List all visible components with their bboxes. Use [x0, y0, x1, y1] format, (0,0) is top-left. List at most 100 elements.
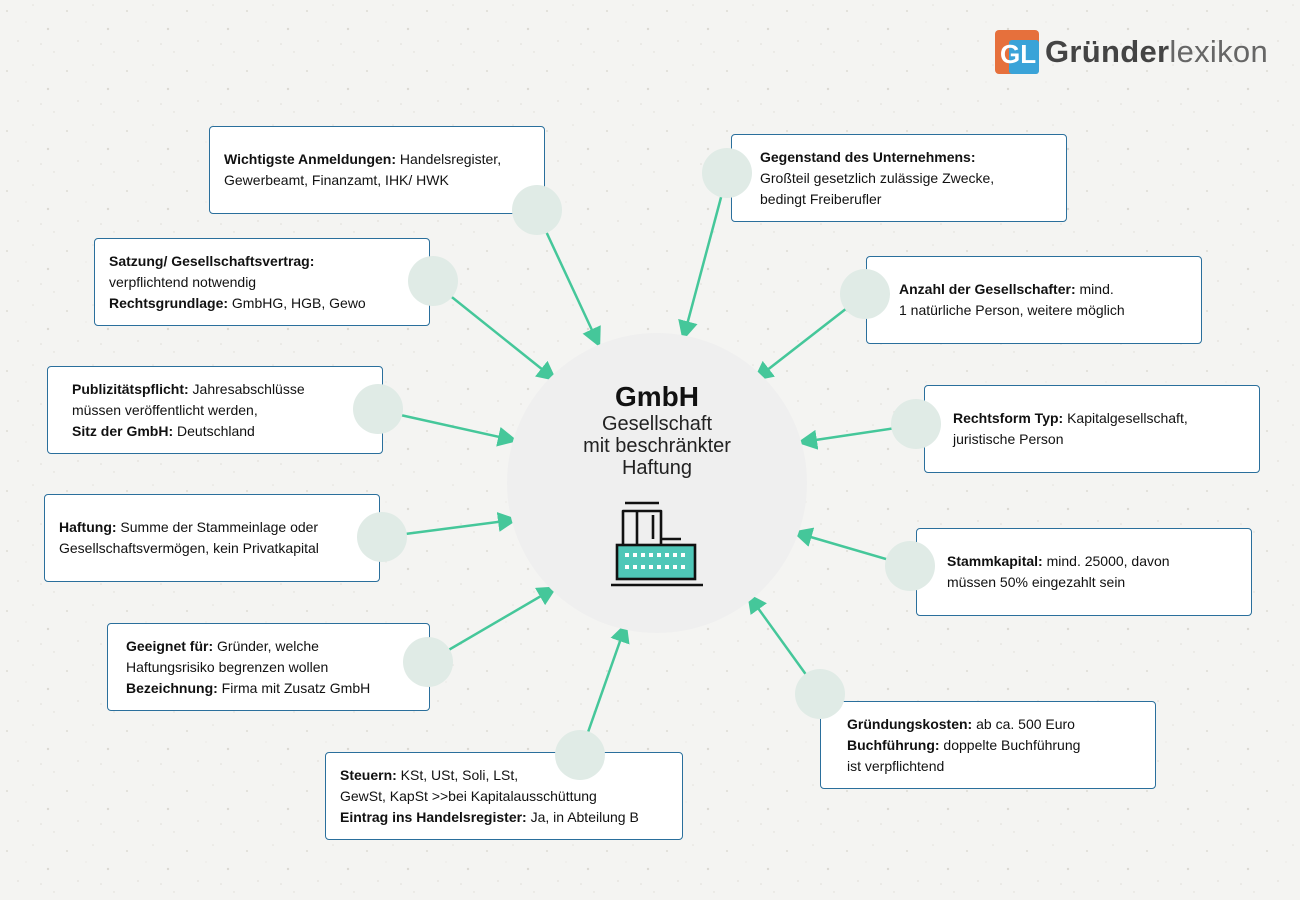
box-line: 1 natürliche Person, weitere möglich [899, 300, 1187, 321]
box-line-text: Gründer, welche [213, 637, 319, 654]
box-line: Großteil gesetzlich zulässige Zwecke, [760, 168, 1052, 189]
center-subtitle-line-3: Haftung [621, 457, 693, 479]
box-line-text: müssen 50% eingezahlt sein [947, 574, 1126, 590]
box-line-label: Rechtsgrundlage: [109, 294, 229, 311]
box-line-text: mind. [1075, 281, 1114, 297]
connector-satzung [432, 281, 557, 382]
dot-publizitaet [353, 384, 403, 434]
gruenderlexikon-logo[interactable]: GL Gründerlexikon [995, 30, 1268, 74]
connector-anmeldungen [535, 211, 601, 348]
dot-gegenstand [702, 148, 752, 198]
box-line-label: Anzahl der Gesellschafter: [899, 281, 1076, 297]
box-line: GewSt, KapSt >>bei Kapitalausschüttung [340, 786, 668, 807]
box-line-text: müssen veröffentlicht werden, [72, 401, 258, 418]
box-line-label: Bezeichnung: [126, 679, 218, 696]
box-line-label: Satzung/ Gesellschaftsvertrag: [109, 252, 315, 269]
box-gegenstand: Gegenstand des Unternehmens:Großteil ges… [731, 134, 1067, 222]
box-line: Anzahl der Gesellschafter: mind. [899, 279, 1187, 300]
box-line-label: Rechtsform Typ: [953, 410, 1064, 426]
box-line: bedingt Freiberufler [760, 189, 1052, 210]
box-line-text: Haftungsrisiko begrenzen wollen [126, 658, 329, 675]
box-line: müssen veröffentlicht werden, [72, 400, 368, 421]
dot-geeignet [403, 637, 453, 687]
box-line-text: juristische Person [953, 431, 1064, 447]
box-line: Sitz der GmbH: Deutschland [72, 421, 368, 442]
box-line: Buchführung: doppelte Buchführung [847, 735, 1141, 756]
logo-name-light: lexikon [1169, 34, 1268, 69]
box-line-label: Steuern: [340, 766, 397, 783]
dot-stammkapital [885, 541, 935, 591]
box-line: Satzung/ Gesellschaftsvertrag: [109, 251, 415, 272]
box-line-text: Deutschland [173, 422, 255, 439]
box-line-text: Jahresabschlüsse [188, 380, 305, 397]
box-line-label: Buchführung: [847, 736, 940, 753]
box-line: Steuern: KSt, USt, Soli, LSt, [340, 765, 668, 786]
logo-name-bold: Gründer [1045, 34, 1170, 69]
box-line-label: Gründungskosten: [847, 715, 973, 732]
box-line-text: Gesellschaftsvermögen, kein Privatkapita… [59, 540, 319, 556]
box-line-text: doppelte Buchführung [939, 736, 1081, 753]
box-line-text: GewSt, KapSt >>bei Kapitalausschüttung [340, 787, 597, 804]
box-line: Haftung: Summe der Stammeinlage oder [59, 517, 365, 538]
box-line-text: Firma mit Zusatz GmbH [217, 679, 371, 696]
box-line-label: Geeignet für: [126, 637, 214, 654]
factory-building-icon [611, 501, 703, 587]
box-line-text: bedingt Freiberufler [760, 190, 882, 207]
box-gesellschafter: Anzahl der Gesellschafter: mind. 1 natürl… [866, 256, 1202, 344]
box-line-text: Summe der Stammeinlage oder [116, 519, 319, 535]
box-line: Eintrag ins Handelsregister: Ja, in Abte… [340, 807, 668, 828]
box-line: Bezeichnung: Firma mit Zusatz GmbH [126, 678, 415, 699]
box-line-text: Ja, in Abteilung B [526, 808, 639, 825]
box-line: müssen 50% eingezahlt sein [947, 572, 1237, 593]
box-line-text: ab ca. 500 Euro [972, 715, 1075, 732]
box-line-text: Großteil gesetzlich zulässige Zwecke, [760, 169, 995, 186]
dot-rechtsform [891, 399, 941, 449]
box-line: Rechtsgrundlage: GmbHG, HGB, Gewo [109, 293, 415, 314]
box-line: Haftungsrisiko begrenzen wollen [126, 657, 415, 678]
gl-logo-icon: GL [995, 30, 1039, 74]
center-subtitle-line-2: mit beschränkter [583, 435, 731, 457]
box-line: Gegenstand des Unternehmens: [760, 147, 1052, 168]
box-anmeldungen: Wichtigste Anmeldungen: Handelsregister,… [209, 126, 545, 214]
box-line: Rechtsform Typ: Kapitalgesellschaft, [953, 408, 1245, 429]
dot-gesellschafter [840, 269, 890, 319]
box-line: Stammkapital: mind. 25000, davon [947, 551, 1237, 572]
box-line: Wichtigste Anmeldungen: Handelsregister, [224, 149, 530, 170]
box-line: Publizitätspflicht: Jahresabschlüsse [72, 379, 368, 400]
box-steuern: Steuern: KSt, USt, Soli, LSt,GewSt, KapS… [325, 752, 683, 840]
box-line: juristische Person [953, 429, 1245, 450]
box-rechtsform: Rechtsform Typ: Kapitalgesellschaft, juri… [924, 385, 1260, 473]
center-title: GmbH [615, 381, 699, 412]
box-line-label: Stammkapital: [947, 553, 1043, 569]
box-line-label: Wichtigste Anmeldungen: [224, 151, 397, 167]
box-line-text: verpflichtend notwendig [109, 273, 257, 290]
logo-wordmark: Gründerlexikon [1045, 34, 1268, 70]
box-line-text: GmbHG, HGB, Gewo [228, 294, 366, 311]
box-stammkapital: Stammkapital: mind. 25000, davon müssen 5… [916, 528, 1252, 616]
box-line-text: 1 natürliche Person, weitere möglich [899, 302, 1125, 318]
box-line: ist verpflichtend [847, 756, 1141, 777]
box-line-label: Haftung: [59, 519, 117, 535]
box-line-text: ist verpflichtend [847, 757, 945, 774]
connector-gegenstand [678, 174, 729, 341]
dot-gruendungskosten [795, 669, 845, 719]
box-line-text: Handelsregister, [396, 151, 502, 167]
box-line: Gesellschaftsvermögen, kein Privatkapita… [59, 538, 365, 559]
dot-anmeldungen [512, 185, 562, 235]
dot-satzung [408, 256, 458, 306]
box-line: Gründungskosten: ab ca. 500 Euro [847, 714, 1141, 735]
box-line-text: Gewerbeamt, Finanzamt, IHK/ HWK [224, 172, 449, 188]
dot-haftung [357, 512, 407, 562]
center-subtitle-line-1: Gesellschaft [601, 413, 713, 435]
box-line-label: Publizitätspflicht: [72, 380, 189, 397]
box-line: verpflichtend notwendig [109, 272, 415, 293]
box-satzung: Satzung/ Gesellschaftsvertrag: verpflicht… [94, 238, 430, 326]
box-line-label: Eintrag ins Handelsregister: [340, 808, 527, 825]
box-line: Gewerbeamt, Finanzamt, IHK/ HWK [224, 170, 530, 191]
box-line: Geeignet für: Gründer, welche [126, 636, 415, 657]
svg-text:GL: GL [1000, 39, 1036, 69]
